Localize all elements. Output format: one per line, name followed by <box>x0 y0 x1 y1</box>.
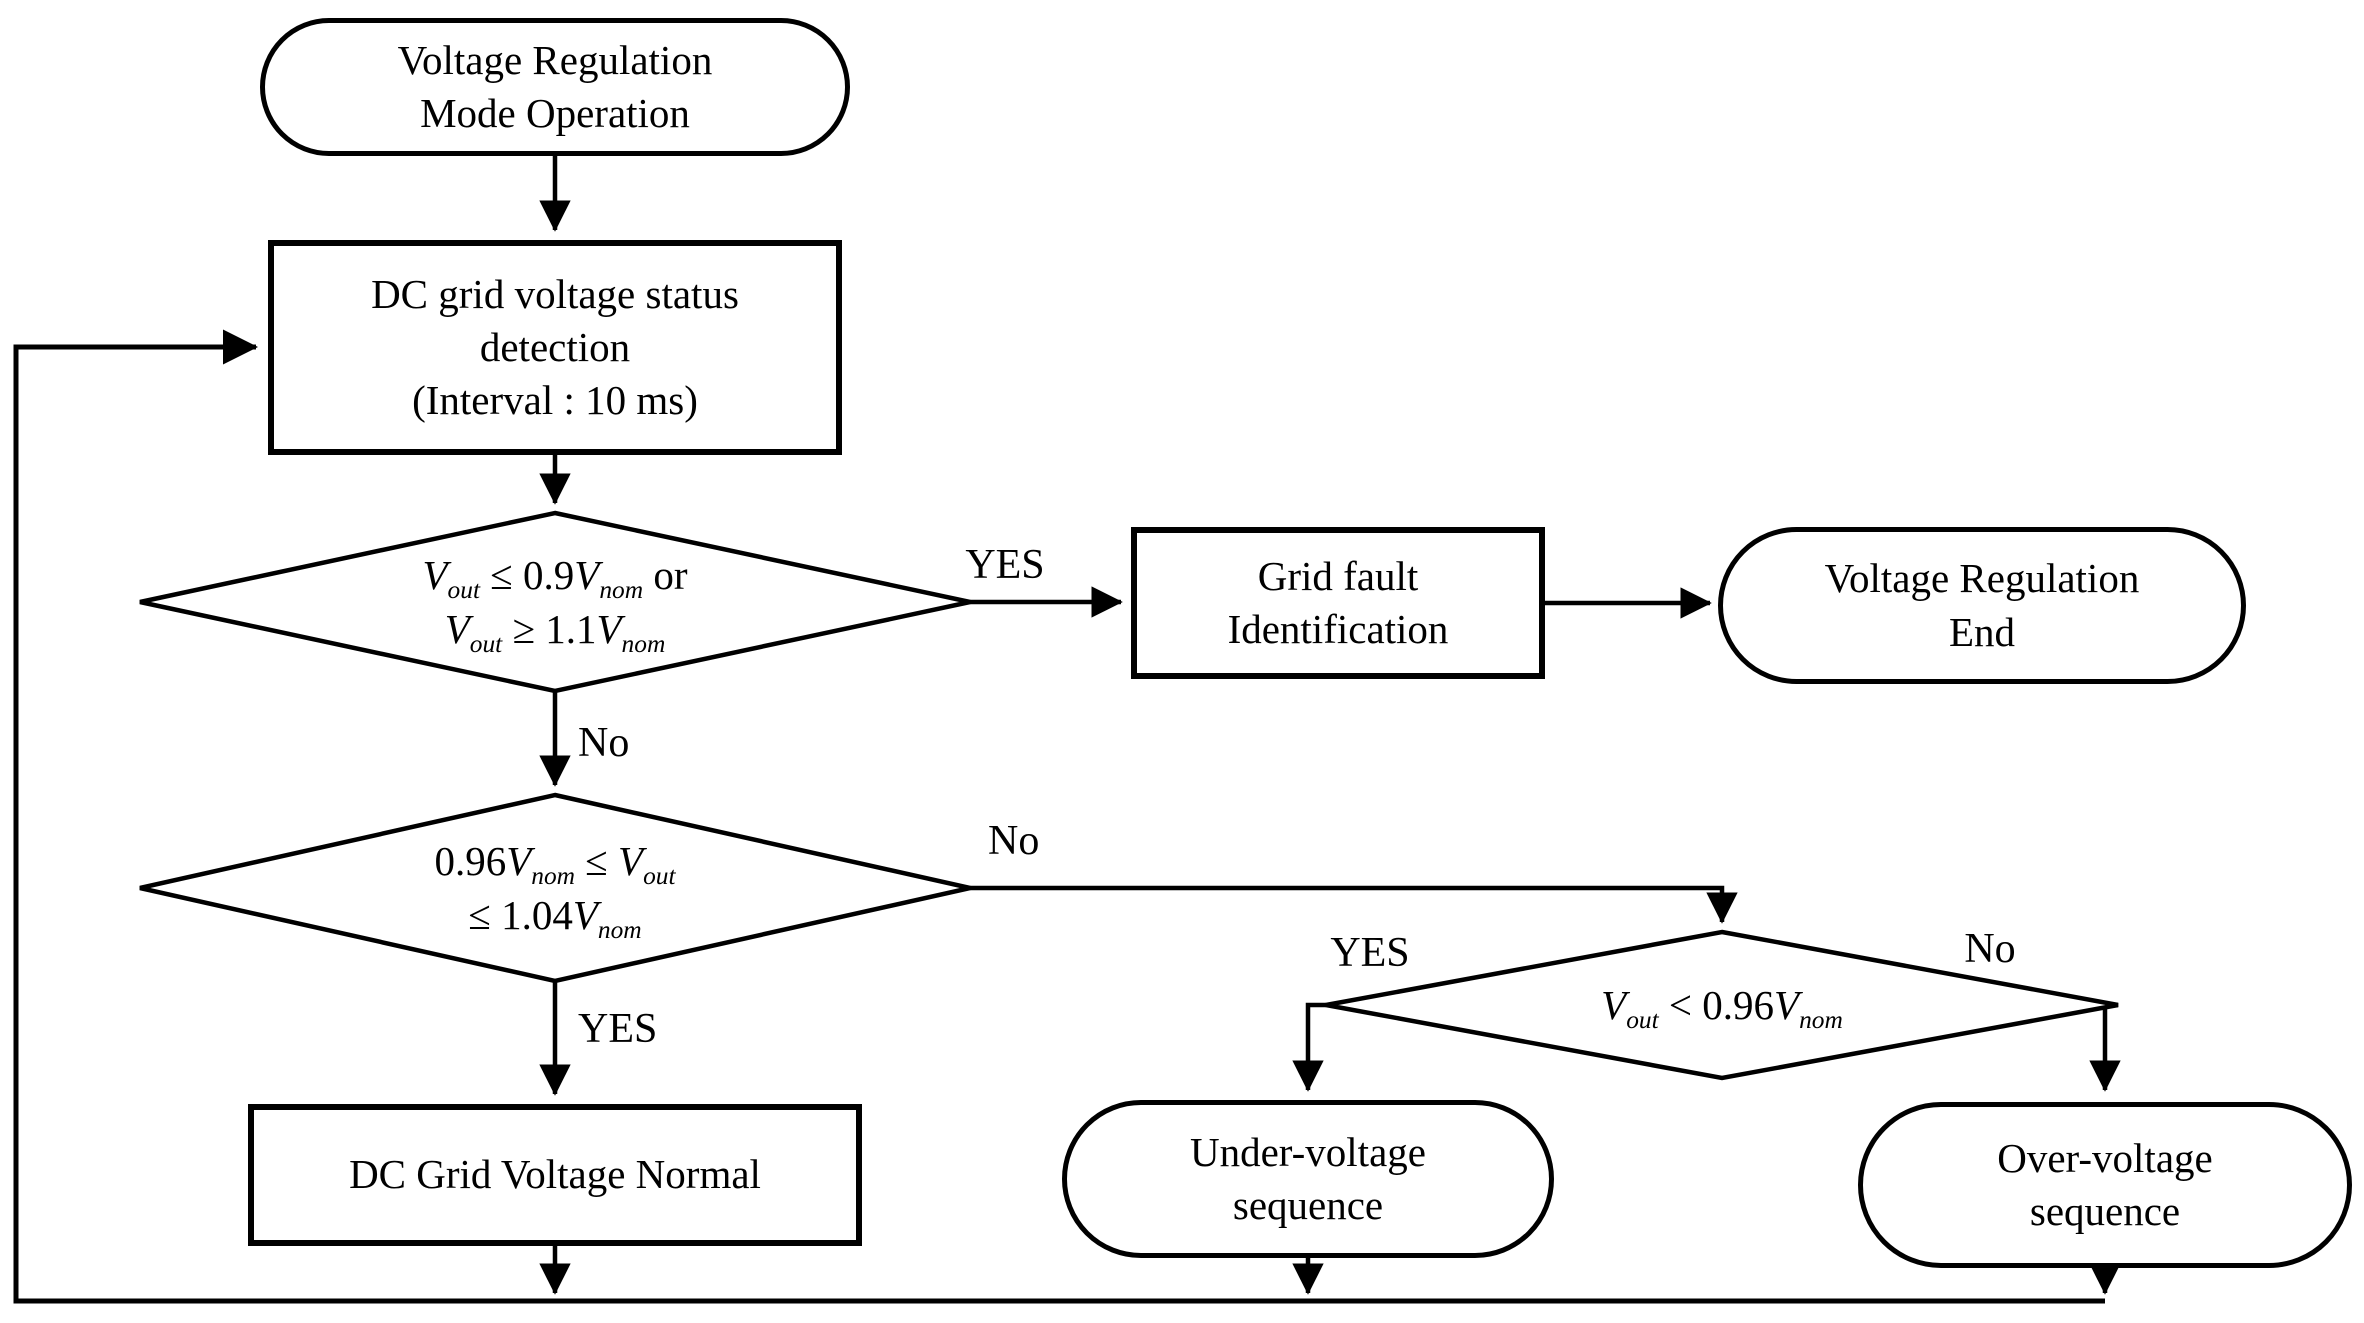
node-text-line: End <box>1948 608 2016 655</box>
node-text-line: sequence <box>2029 1188 2181 1234</box>
node-undervoltage-terminator: Under-voltage sequence <box>1062 1100 1554 1258</box>
decision3-text: Vout < 0.96Vnom <box>1326 932 2118 1078</box>
node-text-line: (Interval : 10 ms) <box>412 377 698 424</box>
formula-line: Vout < 0.96Vnom <box>1601 981 1843 1035</box>
node-end-terminator: Voltage Regulation End <box>1718 527 2246 684</box>
node-overvoltage-terminator: Over-voltage sequence <box>1858 1102 2352 1268</box>
connector-return-loop <box>13 329 2105 1304</box>
node-text-line: Over-voltage <box>1997 1134 2213 1181</box>
node-text-line: Voltage Regulation <box>1824 555 2140 602</box>
decision3-diamond-shape <box>1325 929 2119 1081</box>
formula-line: ≤ 1.04Vnom <box>468 892 642 945</box>
formula-line: 0.96Vnom ≤ Vout <box>434 837 676 891</box>
node-text-line: sequence <box>1232 1182 1384 1228</box>
node-text-line: Under-voltage <box>1190 1128 1426 1175</box>
edge-label-decision3-yes: YES <box>1330 930 1410 976</box>
edge-label-decision1-yes: YES <box>965 542 1045 588</box>
edge-label-decision3-no: No <box>1964 926 2016 972</box>
formula-line: Vout ≤ 0.9Vnom or <box>422 551 688 605</box>
connector-decision3-yes-to-undervoltage <box>1292 1002 1326 1092</box>
node-text-line: DC Grid Voltage Normal <box>349 1151 761 1198</box>
decision2-diamond-shape <box>139 792 971 984</box>
node-text-line: Mode Operation <box>420 90 690 136</box>
node-start-terminator: Voltage Regulation Mode Operation <box>260 18 850 156</box>
node-gridfault-process: Grid fault Identification <box>1131 527 1545 679</box>
node-text-line: Grid fault <box>1257 552 1419 599</box>
connector-decision2-no-to-decision3 <box>970 885 1738 924</box>
edge-label-decision2-no: No <box>988 818 1040 864</box>
node-detect-process: DC grid voltage status detection (Interv… <box>268 240 842 455</box>
edge-label-decision2-yes: YES <box>578 1006 658 1052</box>
decision1-text: Vout ≤ 0.9Vnom or Vout ≥ 1.1Vnom <box>140 513 970 691</box>
formula-line: Vout ≥ 1.1Vnom <box>444 606 666 659</box>
edge-label-decision1-no: No <box>578 720 630 766</box>
node-normal-process: DC Grid Voltage Normal <box>248 1104 862 1246</box>
node-text-line: DC grid voltage status <box>371 270 739 317</box>
decision2-text: 0.96Vnom ≤ Vout ≤ 1.04Vnom <box>140 795 970 981</box>
node-text-line: detection <box>479 323 631 370</box>
node-text-line: Identification <box>1227 606 1449 652</box>
decision1-diamond-shape <box>139 510 971 694</box>
node-text-line: Voltage Regulation <box>397 36 713 83</box>
